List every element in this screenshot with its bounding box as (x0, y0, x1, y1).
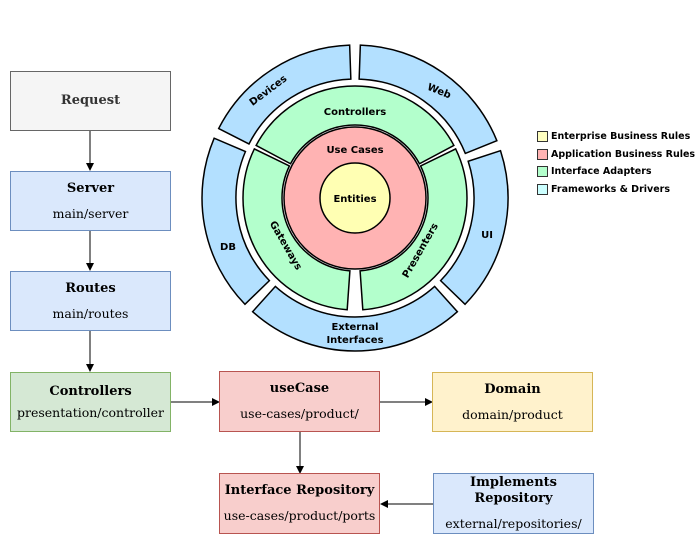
frameworks-ring (201, 44, 509, 352)
legend-item: Interface Adapters (537, 163, 695, 181)
external-interfaces-label-line1: External (331, 322, 378, 333)
entities-circle (319, 162, 391, 234)
legend-label-frameworks: Frameworks & Drivers (551, 183, 670, 195)
presenters-segment (359, 147, 468, 311)
controllers-ring-label: Controllers (324, 107, 386, 118)
request-box: Request (10, 71, 171, 131)
legend-label-application: Application Business Rules (551, 148, 696, 160)
server-title: Server (66, 180, 115, 196)
legend-item: Application Business Rules (537, 146, 695, 164)
adapters-ring (242, 85, 468, 311)
legend-label-enterprise: Enterprise Business Rules (551, 131, 691, 143)
implements-repository-title: Implements Repository (470, 475, 557, 506)
legend-swatch-frameworks (537, 183, 548, 195)
devices-segment (217, 44, 352, 145)
domain-title: Domain (484, 381, 541, 397)
legend-item: Enterprise Business Rules (537, 128, 695, 146)
legend-swatch-enterprise (537, 131, 548, 143)
external-interfaces-segment (251, 285, 459, 352)
server-path: main/server (52, 205, 129, 221)
ui-ring-label: UI (481, 230, 493, 241)
legend-item: Frameworks & Drivers (537, 181, 695, 199)
domain-path: domain/product (462, 406, 563, 422)
domain-box: Domain domain/product (432, 372, 593, 432)
interface-repository-box: Interface Repository use-cases/product/p… (219, 473, 380, 534)
gateways-segment (242, 147, 351, 311)
external-interfaces-label-line2: Interfaces (326, 335, 383, 346)
legend: Enterprise Business Rules Application Bu… (537, 128, 695, 198)
implements-repository-path: external/repositories/ (445, 516, 582, 531)
db-segment (201, 137, 271, 306)
request-title: Request (60, 93, 121, 108)
interface-repository-title: Interface Repository (224, 483, 375, 498)
use-cases-label: Use Cases (326, 145, 383, 156)
controllers-box: Controllers presentation/controller (10, 372, 171, 432)
controllers-title: Controllers (49, 383, 132, 399)
routes-title: Routes (65, 280, 116, 296)
legend-swatch-application (537, 148, 548, 160)
entities-label: Entities (333, 194, 376, 205)
ui-segment (439, 149, 509, 306)
implements-repository-box: Implements Repository external/repositor… (433, 473, 594, 534)
routes-box: Routes main/routes (10, 271, 171, 331)
usecase-title: useCase (269, 381, 330, 396)
server-box: Server main/server (10, 171, 171, 231)
routes-path: main/routes (52, 305, 129, 321)
interface-repository-path: use-cases/product/ports (223, 508, 376, 523)
db-ring-label: DB (220, 242, 236, 253)
usecase-box: useCase use-cases/product/ (219, 371, 380, 432)
legend-label-adapters: Interface Adapters (551, 166, 652, 178)
legend-swatch-adapters (537, 166, 548, 178)
usecase-path: use-cases/product/ (240, 406, 359, 421)
controllers-segment (255, 85, 455, 165)
controllers-path: presentation/controller (17, 404, 164, 420)
web-segment (358, 44, 498, 155)
